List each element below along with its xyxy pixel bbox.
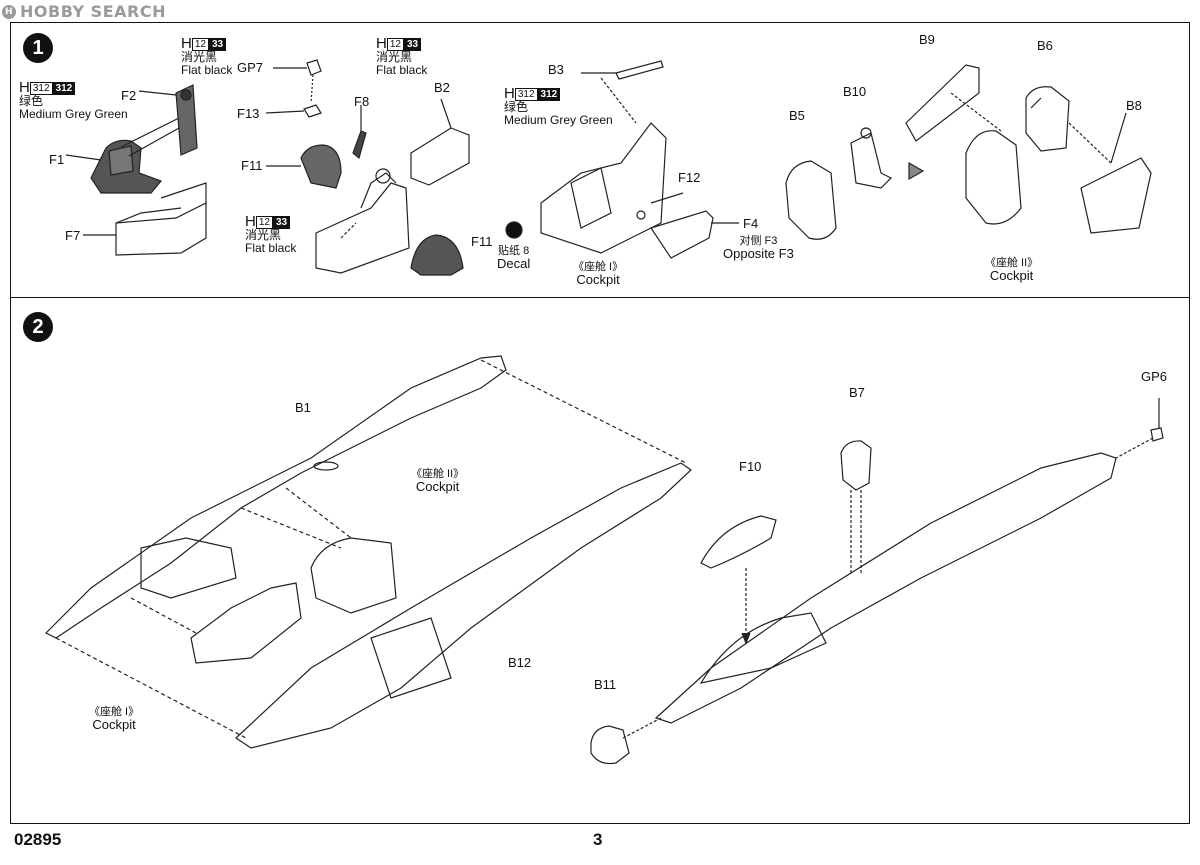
part-b11-nose bbox=[590, 725, 630, 765]
part-f7-tub bbox=[115, 202, 207, 256]
label-b12: B12 bbox=[508, 655, 532, 670]
label-b11: B11 bbox=[594, 677, 617, 692]
part-f11-instrument bbox=[410, 234, 464, 276]
label-f12: F12 bbox=[678, 170, 701, 185]
label-f2: F2 bbox=[121, 88, 137, 103]
part-f4-side bbox=[650, 210, 714, 259]
label-f7: F7 bbox=[65, 228, 81, 243]
label-b9: B9 bbox=[919, 32, 935, 47]
watermark-text: HOBBY SEARCH bbox=[20, 2, 166, 21]
label-b5: B5 bbox=[789, 108, 805, 123]
cockpit-1-in-fuselage bbox=[190, 582, 302, 664]
step-2-panel: 2 bbox=[10, 297, 1190, 824]
cockpit-2-label: 《座舱 II》Cockpit bbox=[411, 468, 465, 494]
part-b10 bbox=[850, 132, 893, 189]
assembled-fuselage bbox=[654, 452, 1117, 724]
part-f2-armor bbox=[175, 84, 198, 156]
cockpit-2-shell bbox=[965, 130, 1022, 225]
part-b3-sight bbox=[615, 60, 664, 80]
cockpit-2-caption: 《座舱 II》Cockpit bbox=[985, 257, 1039, 283]
part-gp6 bbox=[1150, 427, 1164, 442]
label-f1: F1 bbox=[49, 152, 65, 167]
cockpit-1-label: 《座舱 I》Cockpit bbox=[89, 706, 140, 732]
label-f11-panel: F11 bbox=[241, 158, 263, 173]
label-b3: B3 bbox=[548, 62, 564, 77]
label-f13: F13 bbox=[237, 106, 260, 121]
label-f8: F8 bbox=[354, 94, 370, 109]
label-f11-instrument: F11 bbox=[471, 234, 493, 249]
label-gp6: GP6 bbox=[1141, 369, 1168, 384]
part-f13 bbox=[303, 104, 322, 118]
label-b10: B10 bbox=[843, 84, 867, 99]
cockpit-1-caption: 《座舱 I》Cockpit bbox=[573, 261, 624, 287]
part-gp7 bbox=[306, 59, 322, 76]
cockpit-1-assembly bbox=[540, 122, 667, 254]
label-b6: B6 bbox=[1037, 38, 1053, 53]
label-b7: B7 bbox=[849, 385, 865, 400]
label-b2: B2 bbox=[434, 80, 450, 95]
direction-arrow-icon bbox=[908, 161, 925, 181]
step-1-illustration bbox=[65, 59, 1152, 276]
part-f8-stick bbox=[352, 130, 367, 160]
part-b12-fuselage-half bbox=[235, 462, 692, 749]
cockpit-2-in-fuselage bbox=[310, 537, 397, 614]
part-f11-panel bbox=[300, 144, 342, 189]
part-b6 bbox=[1025, 86, 1070, 152]
label-gp7: GP7 bbox=[237, 60, 264, 75]
label-f4: F4 bbox=[743, 216, 759, 231]
part-b5 bbox=[785, 160, 837, 240]
label-f10: F10 bbox=[739, 459, 762, 474]
watermark: H HOBBY SEARCH bbox=[2, 2, 166, 21]
part-b1-fuselage-half bbox=[44, 355, 507, 639]
label-b8: B8 bbox=[1126, 98, 1142, 113]
part-f10-canopy bbox=[700, 515, 777, 569]
label-b1: B1 bbox=[295, 400, 311, 415]
part-b8 bbox=[1080, 157, 1152, 234]
step-2-illustration bbox=[44, 355, 1164, 765]
decal-icon bbox=[505, 221, 523, 239]
page-number: 3 bbox=[593, 830, 603, 849]
kit-number: 02895 bbox=[14, 830, 62, 849]
step-1-panel: 1 bbox=[10, 22, 1190, 298]
part-f12 bbox=[636, 210, 646, 220]
step-2-number: 2 bbox=[23, 312, 53, 342]
part-b9 bbox=[905, 64, 980, 142]
part-b2-box bbox=[410, 127, 470, 186]
part-b7-panel bbox=[840, 440, 872, 491]
step-1-number: 1 bbox=[23, 33, 53, 63]
hobbysearch-logo-icon: H bbox=[2, 4, 16, 19]
part-cockpit-tub-1 bbox=[315, 182, 410, 274]
